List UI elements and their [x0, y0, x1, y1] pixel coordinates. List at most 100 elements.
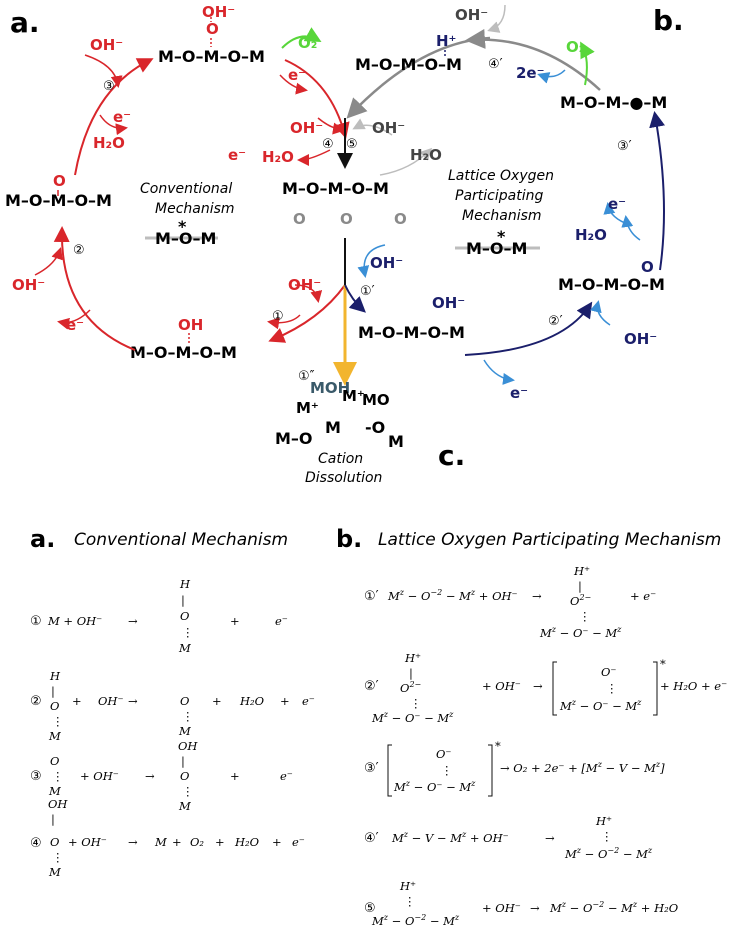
svg-text:⋮: ⋮	[410, 696, 422, 710]
label-h2o-step3: H₂O	[93, 134, 125, 152]
svg-text:H₂O: H₂O	[239, 694, 265, 708]
eq-lom-1p: ①′ Mz − O−2 − Mz + OH⁻ → H⁺ | O2− ⋮ Mz −…	[364, 564, 656, 640]
oh-in-step3	[84, 54, 123, 88]
o2-out-lom	[580, 41, 595, 86]
svg-text:H: H	[49, 669, 61, 683]
e-out-step3	[99, 114, 128, 136]
oh-in-step5	[352, 118, 393, 136]
h2o-out-step5	[379, 147, 433, 176]
svg-text:+: +	[272, 835, 282, 849]
lat-title-line3: Mechanism	[462, 208, 542, 224]
step-4-label: ④	[322, 137, 334, 152]
svg-text:→: →	[533, 679, 543, 693]
svg-text:OH: OH	[178, 739, 198, 753]
label-e-step3p: e⁻	[608, 195, 626, 213]
step-5-label: ⑤	[346, 137, 358, 152]
svg-text:Mz − O⁻ − Mz: Mz − O⁻ − Mz	[393, 779, 476, 794]
oh-in-step4	[317, 117, 345, 135]
oh-in-step2p	[590, 300, 611, 326]
svg-text:+ OH⁻: + OH⁻	[482, 901, 521, 915]
step1p-oh-label: OH⁻	[432, 294, 465, 312]
svg-text:H₂O: H₂O	[234, 835, 260, 849]
svg-text:Mz − O⁻ − Mz: Mz − O⁻ − Mz	[371, 710, 454, 725]
lat-mom: M–O–M	[466, 239, 527, 258]
svg-text:OH: OH	[48, 797, 68, 811]
diss-title-line1: Cation	[318, 451, 363, 467]
left-chain: M–O–M–O–M	[5, 191, 112, 210]
conv-star: *	[178, 217, 187, 236]
eq-header-b-letter: b.	[336, 525, 362, 553]
svg-text:O⁻: O⁻	[436, 747, 452, 761]
panel-label-b: b.	[653, 4, 684, 37]
svg-text:O₂: O₂	[190, 835, 204, 849]
svg-text:+: +	[72, 694, 82, 708]
svg-text:Mz − V − Mz + OH⁻: Mz − V − Mz + OH⁻	[391, 830, 509, 845]
svg-text:e⁻: e⁻	[292, 835, 305, 849]
svg-text:M: M	[48, 784, 62, 798]
svg-text:O⁻: O⁻	[601, 665, 617, 679]
mprime-label: M⁺	[342, 387, 365, 405]
svg-text:③′: ③′	[364, 761, 379, 776]
svg-text:+: +	[230, 614, 240, 628]
svg-text:+: +	[172, 835, 182, 849]
svg-text:+ OH⁻: + OH⁻	[68, 835, 107, 849]
svg-text:O: O	[50, 835, 60, 849]
top-chain: M–O–M–O–M	[158, 47, 265, 66]
svg-text:Mz − O−2 − Mz + H₂O: Mz − O−2 − Mz + H₂O	[549, 900, 679, 915]
lat-star: *	[497, 227, 506, 246]
svg-text:O2−: O2−	[570, 593, 591, 608]
svg-text:⋮: ⋮	[404, 894, 416, 908]
svg-text:M: M	[154, 835, 168, 849]
diss-o: -O	[365, 418, 385, 437]
label-oh-step1p: OH⁻	[370, 254, 403, 272]
svg-text:③: ③	[30, 769, 42, 784]
peroxo-o-label: O	[641, 258, 654, 276]
eq-lom-4p: ④′ Mz − V − Mz + OH⁻ → H⁺ ⋮ Mz − O−2 − M…	[364, 814, 653, 861]
svg-text:+: +	[230, 769, 240, 783]
svg-text:OH⁻: OH⁻	[98, 694, 124, 708]
top-oh-label: OH⁻	[202, 3, 235, 21]
label-e-step4: e⁻	[288, 66, 306, 84]
eq-lom-3p: ③′ O⁻ ⋮ Mz − O⁻ − Mz * → O₂ + 2e⁻ + [Mz …	[364, 739, 665, 797]
hplus-chain: M–O–M–O–M	[355, 55, 462, 74]
svg-text:⋮: ⋮	[182, 625, 194, 639]
svg-text:H: H	[179, 577, 191, 591]
diss-m: M	[325, 418, 341, 437]
step-2-label: ②	[73, 243, 85, 258]
eq-conv-3: ③ O ⋮ M + OH⁻ → OH | O ⋮ M + e⁻	[30, 739, 293, 813]
svg-text:⑤: ⑤	[364, 901, 376, 916]
diss-title-line2: Dissolution	[305, 470, 382, 486]
svg-text:H⁺: H⁺	[595, 814, 612, 828]
eq-header-a-title: Conventional Mechanism	[74, 530, 288, 550]
svg-text:H⁺: H⁺	[399, 879, 416, 893]
label-oh-step5: OH⁻	[372, 119, 405, 137]
e-out-step4p	[537, 69, 566, 84]
svg-text:H⁺: H⁺	[573, 564, 590, 578]
svg-text:⋮: ⋮	[606, 681, 618, 695]
panel-label-a: a.	[10, 6, 40, 39]
lat-title-line1: Lattice Oxygen	[448, 168, 554, 184]
svg-text:Mz − O−2 − Mz + OH⁻: Mz − O−2 − Mz + OH⁻	[387, 588, 518, 603]
bottom-chain: M–O–M–O–M	[130, 343, 237, 362]
svg-text:|: |	[181, 754, 185, 769]
eq-conv-1: ① M + OH⁻ → H | O ⋮ M + e⁻	[30, 577, 288, 655]
center-chain: M–O–M–O–M	[282, 179, 389, 198]
svg-text:M: M	[178, 641, 192, 655]
svg-text:O: O	[50, 754, 60, 768]
lat-title-line2: Participating	[455, 188, 543, 204]
svg-text:⋮: ⋮	[182, 709, 194, 723]
svg-text:O: O	[180, 609, 190, 623]
o2-out-step4	[281, 27, 322, 49]
svg-text:+ OH⁻: + OH⁻	[482, 679, 521, 693]
svg-text:e⁻: e⁻	[280, 769, 293, 783]
svg-text:H⁺: H⁺	[404, 651, 421, 665]
label-e-center: e⁻	[228, 146, 246, 164]
svg-text:④′: ④′	[364, 831, 379, 846]
label-o2-lom: O₂	[566, 38, 585, 56]
svg-text:→: →	[530, 901, 540, 915]
vacancy-chain: M–O–M–●–M	[560, 93, 667, 112]
e-out-step4	[279, 74, 308, 95]
svg-text:M: M	[178, 799, 192, 813]
conv-title-line1: Conventional	[140, 181, 232, 197]
